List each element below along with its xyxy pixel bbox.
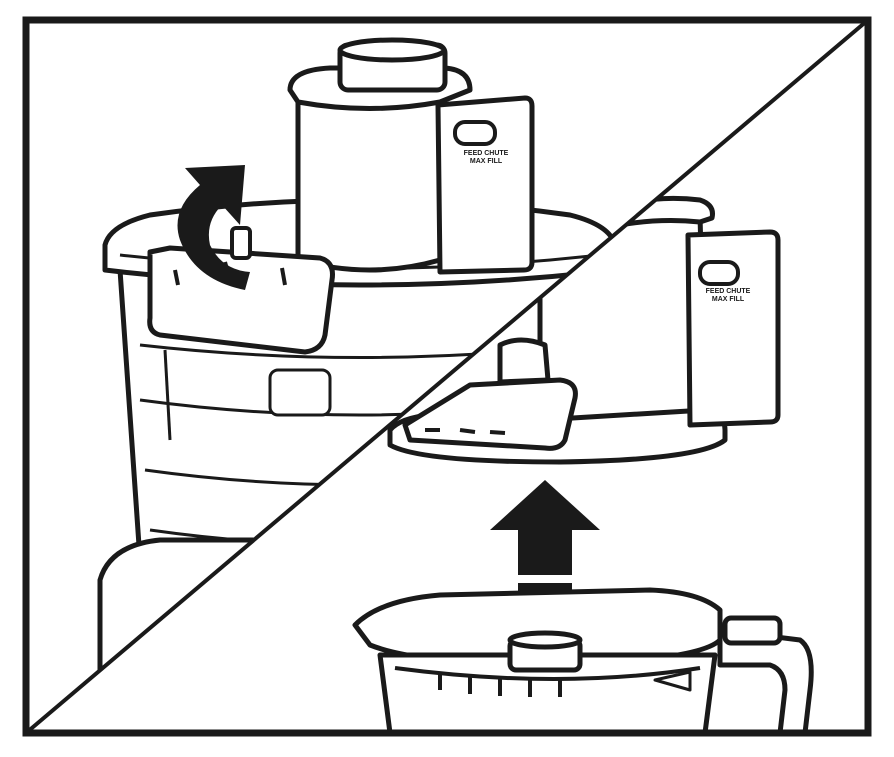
lid-latch-left[interactable] xyxy=(147,226,335,355)
chute-label-line1-left: FEED CHUTE xyxy=(464,150,509,157)
chute-label-line2-left: MAX FILL xyxy=(470,158,503,165)
chute-label-line1-right: FEED CHUTE xyxy=(706,288,751,295)
panel-divider xyxy=(24,18,870,735)
bowl-right xyxy=(352,587,814,733)
feed-chute-left: FEED CHUTE MAX FILL xyxy=(287,37,535,275)
curved-up-arrow-icon xyxy=(177,165,250,290)
outer-frame xyxy=(22,16,872,737)
lid-right: FEED CHUTE MAX FILL xyxy=(387,195,781,465)
right-panel-remove-lid: FEED CHUTE MAX FILL xyxy=(352,195,814,733)
chute-label-line2-right: MAX FILL xyxy=(712,296,745,303)
